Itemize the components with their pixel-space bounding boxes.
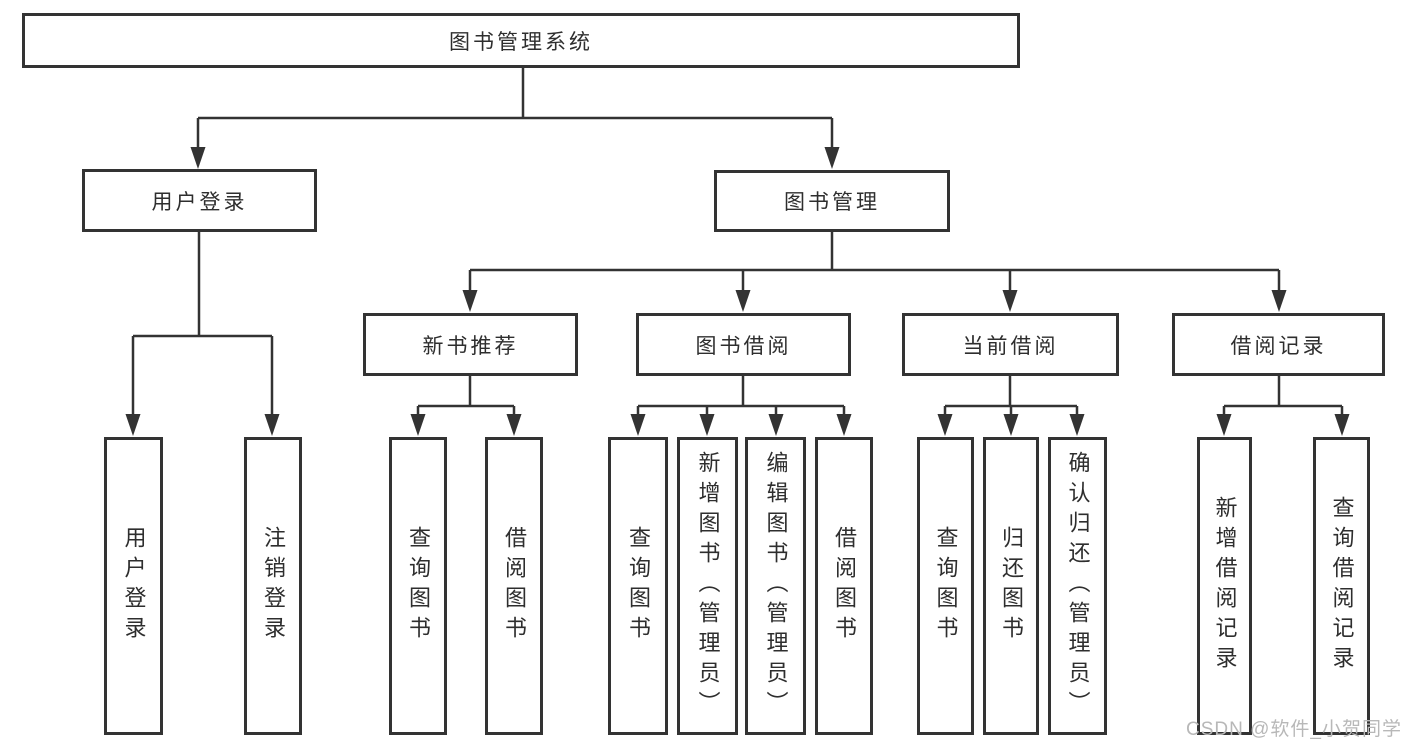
arrowheads xyxy=(125,147,1350,436)
node-book-borrowing: 图书借阅 xyxy=(636,313,851,376)
node-borrowing-records: 借阅记录 xyxy=(1172,313,1385,376)
leaf-logout: 注销登录 xyxy=(244,437,302,735)
leaf-return-books: 归还图书 xyxy=(983,437,1039,735)
leaf-query-borrow-record: 查询借阅记录 xyxy=(1313,437,1370,735)
node-user-login: 用户登录 xyxy=(82,169,317,232)
leaf-query-books-recommend: 查询图书 xyxy=(389,437,447,735)
leaf-confirm-return-admin: 确认归还（管理员） xyxy=(1048,437,1107,735)
leaf-add-books-admin: 新增图书（管理员） xyxy=(677,437,738,735)
node-book-management: 图书管理 xyxy=(714,170,950,232)
node-library-management-system: 图书管理系统 xyxy=(22,13,1020,68)
leaf-edit-books-admin: 编辑图书（管理员） xyxy=(745,437,806,735)
leaf-query-books-current: 查询图书 xyxy=(917,437,974,735)
leaf-borrow-books: 借阅图书 xyxy=(815,437,873,735)
leaf-query-books-borrowing: 查询图书 xyxy=(608,437,668,735)
leaf-user-login: 用户登录 xyxy=(104,437,163,735)
node-new-book-recommendation: 新书推荐 xyxy=(363,313,578,376)
leaf-borrow-books-recommend: 借阅图书 xyxy=(485,437,543,735)
node-current-borrowing: 当前借阅 xyxy=(902,313,1119,376)
csdn-watermark: CSDN @软件_小贺同学 xyxy=(1186,719,1402,740)
leaf-add-borrow-record: 新增借阅记录 xyxy=(1197,437,1252,735)
